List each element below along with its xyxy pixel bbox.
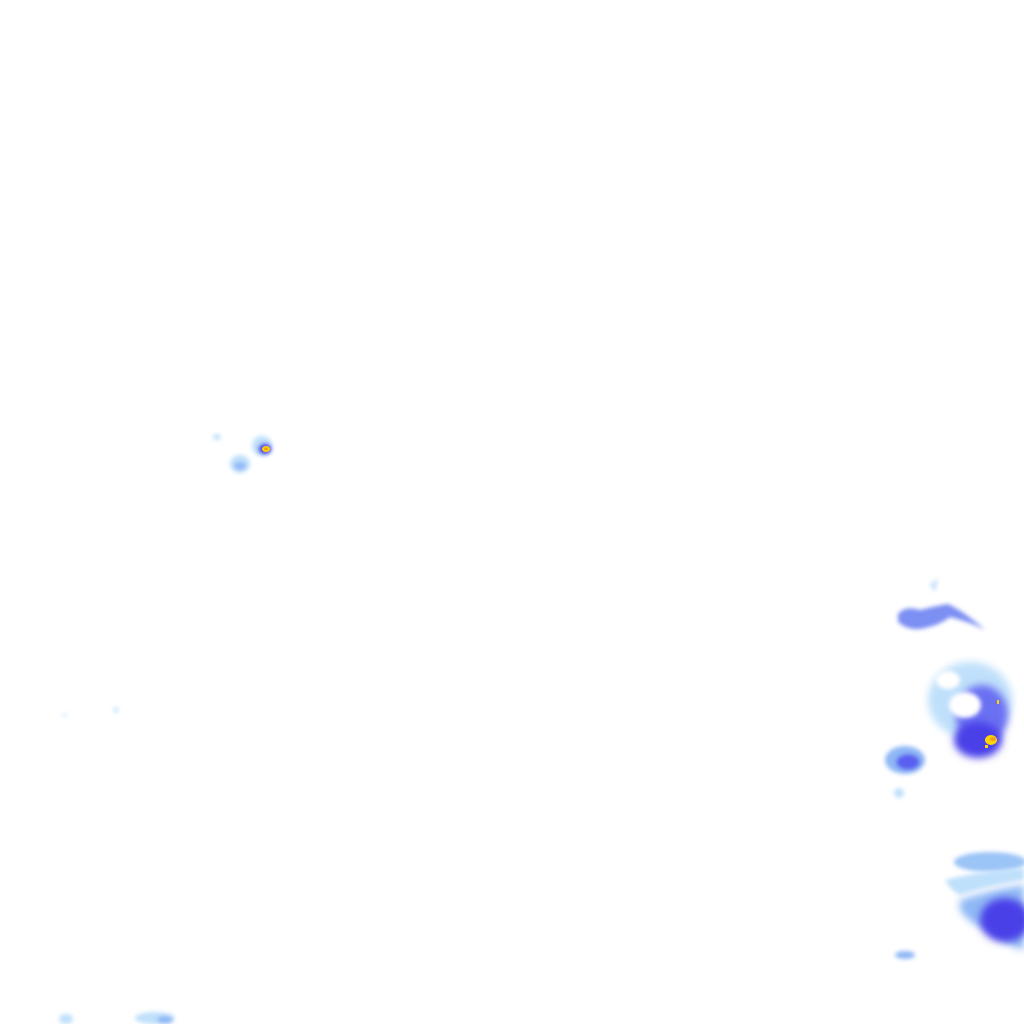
- cell-east-band: [898, 578, 985, 630]
- cell-east-core: [954, 722, 1002, 758]
- cell-northwest-secondary: [230, 455, 250, 473]
- cell-southeast: [895, 852, 1024, 959]
- cell-east-small: [885, 746, 925, 798]
- cell-northwest-small: [213, 434, 221, 440]
- cell-southwest-fragments: [59, 707, 175, 1024]
- cell-northwest-core: [252, 436, 272, 456]
